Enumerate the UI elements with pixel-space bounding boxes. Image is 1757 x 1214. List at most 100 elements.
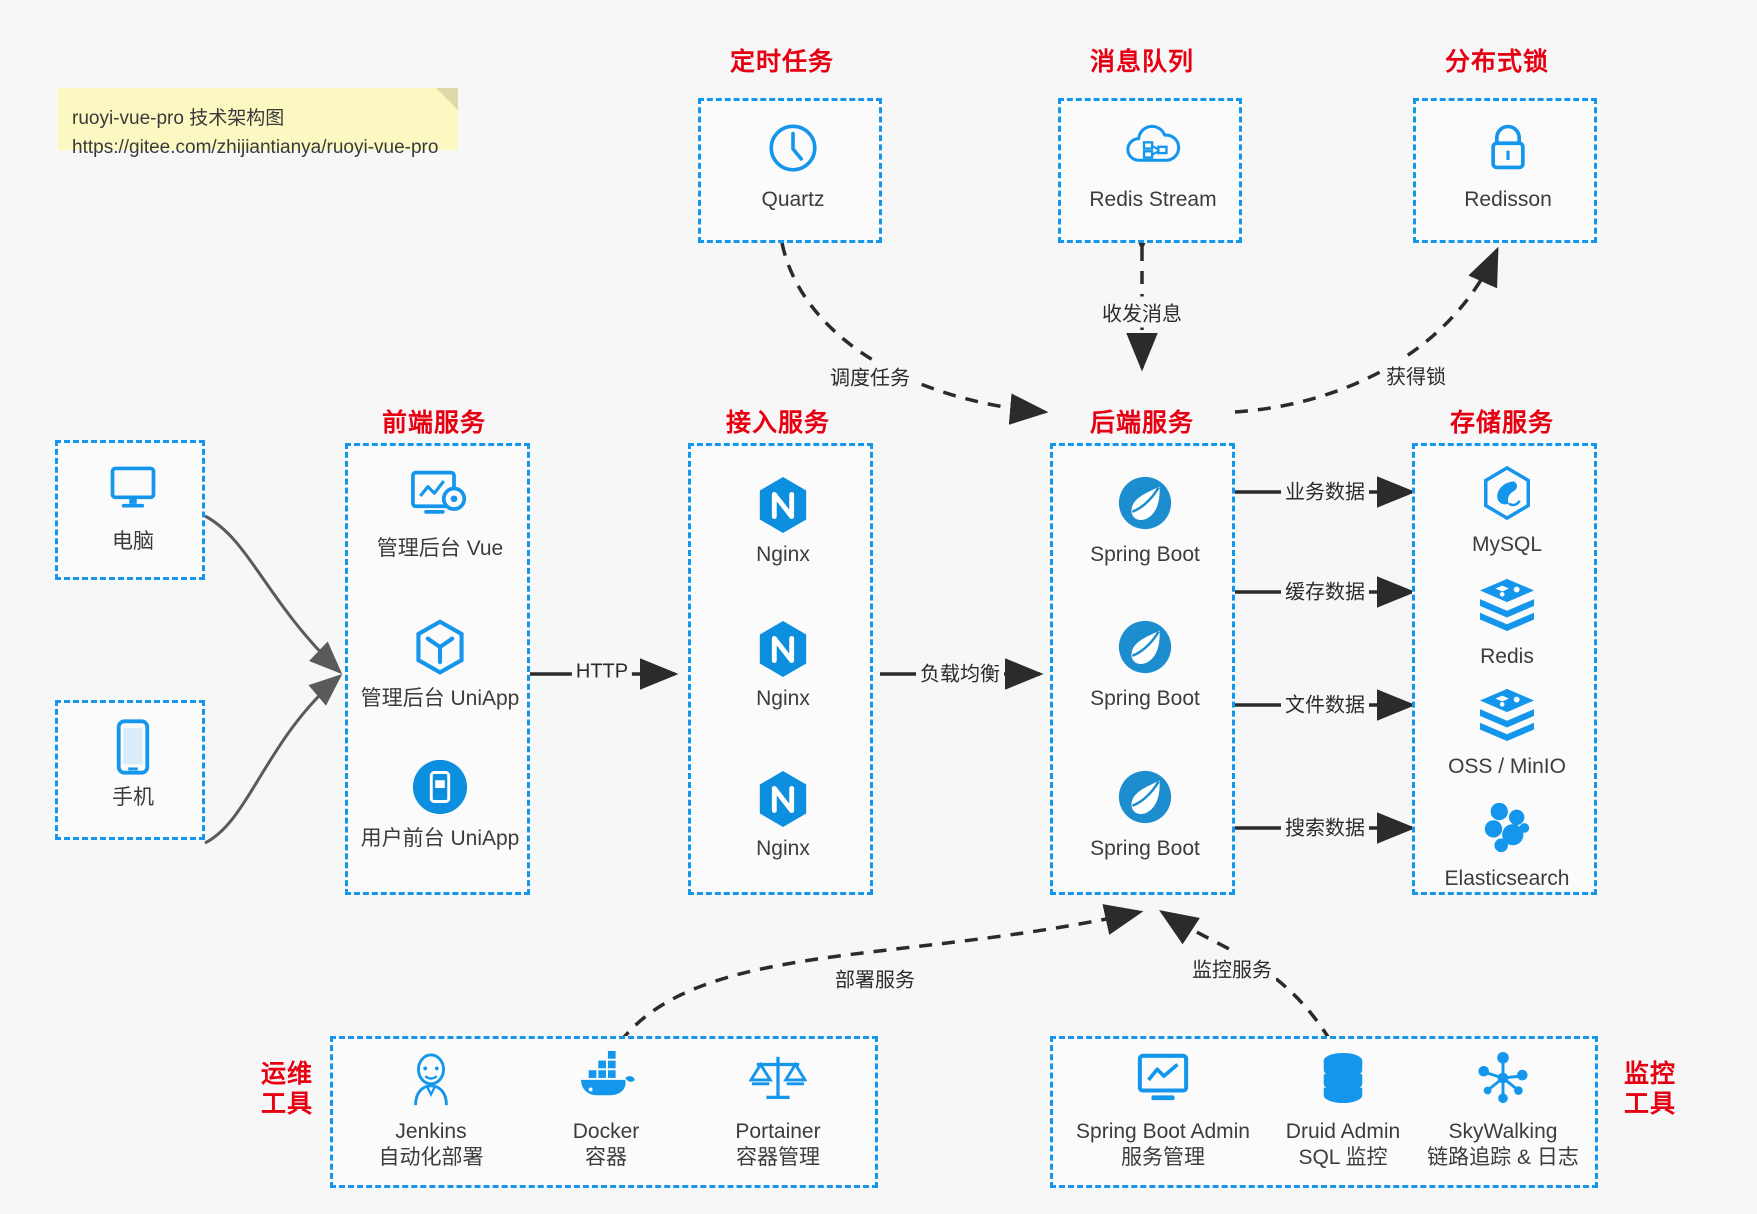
- lock-icon: [1428, 119, 1588, 181]
- box-ops-tools[interactable]: Jenkins 自动化部署 Docker 容器: [330, 1036, 878, 1188]
- node-label: Nginx: [756, 837, 810, 860]
- edge-label-send-receive-message: 收发消息: [1098, 296, 1186, 328]
- node-label: SkyWalking: [1448, 1120, 1558, 1143]
- node-label: Redisson: [1464, 188, 1552, 211]
- node-label: 电脑: [112, 530, 154, 553]
- clock-icon: [713, 119, 873, 181]
- caption-storage-service: 存储服务: [1449, 409, 1554, 437]
- caption-monitor-tools: 监控 工具: [1615, 1060, 1685, 1119]
- box-storage-service[interactable]: MySQL Redis: [1412, 443, 1597, 895]
- caption-gateway-service: 接入服务: [725, 409, 830, 437]
- node-docker[interactable]: Docker 容器: [526, 1051, 686, 1172]
- box-scheduled-task[interactable]: Quartz: [698, 98, 882, 243]
- note-title: ruoyi-vue-pro 技术架构图: [72, 108, 285, 129]
- node-label: Redis Stream: [1089, 188, 1217, 211]
- node-pc[interactable]: 电脑: [53, 461, 213, 555]
- note-url: https://gitee.com/zhijiantianya/ruoyi-vu…: [72, 137, 439, 159]
- node-nginx-2[interactable]: Nginx: [703, 618, 863, 712]
- edge-label-load-balance: 负载均衡: [916, 656, 1004, 688]
- node-admin-uniapp[interactable]: 管理后台 UniApp: [360, 618, 520, 712]
- edge-label-schedule-task: 调度任务: [826, 360, 914, 392]
- edge-label-deploy-service: 部署服务: [831, 962, 919, 994]
- node-label: Jenkins: [395, 1120, 467, 1143]
- node-admin-vue[interactable]: 管理后台 Vue: [360, 468, 520, 562]
- node-quartz[interactable]: Quartz: [713, 119, 873, 213]
- node-springboot-1[interactable]: Spring Boot: [1065, 474, 1225, 568]
- node-label: 管理后台 UniApp: [360, 687, 520, 710]
- node-redisson[interactable]: Redisson: [1428, 119, 1588, 213]
- spring-leaf-icon: [1065, 618, 1225, 680]
- node-user-uniapp[interactable]: 用户前台 UniApp: [360, 758, 520, 852]
- node-springboot-2[interactable]: Spring Boot: [1065, 618, 1225, 712]
- node-label: Spring Boot Admin: [1076, 1120, 1250, 1143]
- node-sublabel: 链路追踪 & 日志: [1427, 1146, 1579, 1170]
- node-mobile[interactable]: 手机: [53, 717, 213, 811]
- elasticsearch-icon: [1427, 798, 1587, 860]
- node-skywalking[interactable]: SkyWalking 链路追踪 & 日志: [1408, 1051, 1598, 1172]
- node-jenkins[interactable]: Jenkins 自动化部署: [351, 1051, 511, 1172]
- caption-ops-tools: 运维 工具: [252, 1060, 322, 1119]
- node-label: Nginx: [756, 543, 810, 566]
- node-label: Druid Admin: [1285, 1120, 1401, 1143]
- mobile-app-icon: [360, 758, 520, 820]
- node-label: Nginx: [756, 687, 810, 710]
- mysql-dolphin-icon: [1427, 464, 1587, 526]
- caption-ops-line2: 工具: [260, 1089, 313, 1118]
- box-backend-service[interactable]: Spring Boot Spring Boot Spring Boot: [1050, 443, 1235, 895]
- dashboard-gear-icon: [360, 468, 520, 530]
- node-label: Spring Boot: [1090, 837, 1200, 860]
- docker-whale-icon: [526, 1051, 686, 1113]
- node-redis-stream[interactable]: Redis Stream: [1073, 119, 1233, 213]
- skywalking-node-icon: [1408, 1051, 1598, 1113]
- node-nginx-1[interactable]: Nginx: [703, 474, 863, 568]
- edge-label-business-data: 业务数据: [1281, 474, 1369, 506]
- edge-label-search-data: 搜索数据: [1281, 810, 1369, 842]
- caption-monitor-line1: 监控: [1623, 1060, 1676, 1088]
- box-monitor-tools[interactable]: Spring Boot Admin 服务管理 Druid Admin SQL 监…: [1050, 1036, 1598, 1188]
- node-label: 手机: [112, 786, 154, 809]
- node-label: Docker: [572, 1120, 640, 1143]
- node-springboot-3[interactable]: Spring Boot: [1065, 768, 1225, 862]
- node-elasticsearch[interactable]: Elasticsearch: [1427, 798, 1587, 892]
- caption-scheduled-task: 定时任务: [729, 48, 834, 76]
- cube-icon: [360, 618, 520, 680]
- phone-icon: [53, 717, 213, 779]
- node-sublabel: 容器: [585, 1146, 627, 1170]
- nginx-icon: [703, 618, 863, 680]
- box-message-queue[interactable]: Redis Stream: [1058, 98, 1242, 243]
- box-client-pc[interactable]: 电脑: [55, 440, 205, 580]
- node-mysql[interactable]: MySQL: [1427, 464, 1587, 558]
- scales-icon: [698, 1051, 858, 1113]
- node-oss-minio[interactable]: OSS / MinIO: [1427, 686, 1587, 780]
- box-frontend-service[interactable]: 管理后台 Vue 管理后台 UniApp 用户前台 UniApp: [345, 443, 530, 895]
- edge-label-cache-data: 缓存数据: [1281, 574, 1369, 606]
- node-portainer[interactable]: Portainer 容器管理: [698, 1051, 858, 1172]
- monitor-chart-icon: [1063, 1051, 1263, 1113]
- edge-label-acquire-lock: 获得锁: [1382, 359, 1450, 391]
- caption-frontend-service: 前端服务: [381, 409, 486, 437]
- node-nginx-3[interactable]: Nginx: [703, 768, 863, 862]
- box-distributed-lock[interactable]: Redisson: [1413, 98, 1597, 243]
- note-fold-corner: [436, 88, 458, 110]
- node-sublabel: 服务管理: [1121, 1146, 1205, 1170]
- desktop-icon: [53, 461, 213, 523]
- node-sublabel: SQL 监控: [1298, 1146, 1388, 1170]
- caption-backend-service: 后端服务: [1089, 409, 1194, 437]
- node-label: Spring Boot: [1090, 687, 1200, 710]
- node-redis[interactable]: Redis: [1427, 576, 1587, 670]
- box-gateway-service[interactable]: Nginx Nginx Nginx: [688, 443, 873, 895]
- node-label: 用户前台 UniApp: [360, 827, 520, 850]
- caption-distributed-lock: 分布式锁: [1444, 48, 1549, 76]
- spring-leaf-icon: [1065, 768, 1225, 830]
- node-label: Spring Boot: [1090, 543, 1200, 566]
- node-label: Quartz: [761, 188, 825, 211]
- redis-stack-icon: [1427, 576, 1587, 638]
- node-label: OSS / MinIO: [1448, 755, 1566, 778]
- node-spring-boot-admin[interactable]: Spring Boot Admin 服务管理: [1063, 1051, 1263, 1172]
- edge-label-http: HTTP: [571, 659, 633, 685]
- node-sublabel: 容器管理: [736, 1146, 820, 1170]
- node-label: 管理后台 Vue: [376, 537, 504, 560]
- node-druid-admin[interactable]: Druid Admin SQL 监控: [1258, 1051, 1428, 1172]
- node-label: Redis: [1480, 645, 1534, 668]
- box-client-mobile[interactable]: 手机: [55, 700, 205, 840]
